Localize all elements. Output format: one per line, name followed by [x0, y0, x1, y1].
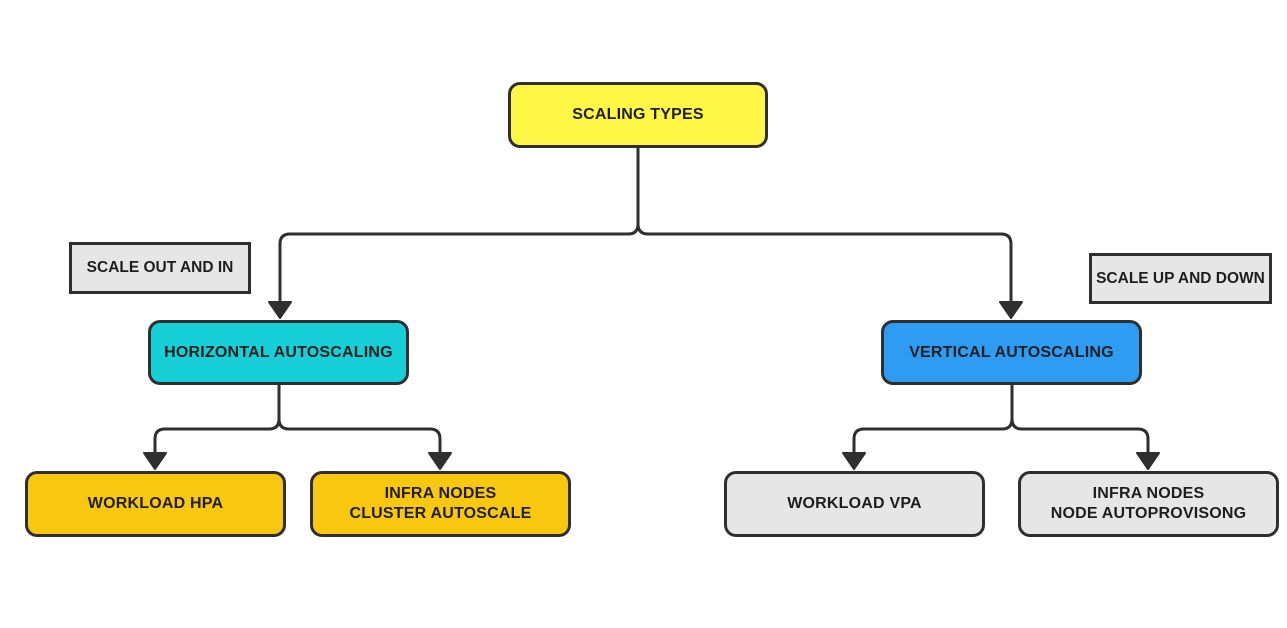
node-scaling-types: SCALING TYPES — [508, 82, 768, 148]
node-horizontal-autoscaling: HORIZONTAL AUTOSCALING — [148, 320, 409, 385]
node-infra-node-autoprovision-label: INFRA NODES NODE AUTOPROVISONG — [1050, 485, 1247, 522]
node-vertical-autoscaling-label: VERTICAL AUTOSCALING — [909, 343, 1114, 361]
label-scale-up-and-down: SCALE UP AND DOWN — [1089, 253, 1272, 304]
edge-horizontal-workload-hpa — [153, 383, 281, 464]
label-scale-out-and-in: SCALE OUT AND IN — [69, 242, 251, 294]
label-scale-up-and-down-text: SCALE UP AND DOWN — [1096, 269, 1265, 287]
node-scaling-types-label: SCALING TYPES — [572, 106, 704, 123]
node-workload-hpa-label: WORKLOAD HPA — [87, 495, 224, 512]
node-horizontal-autoscaling-label: HORIZONTAL AUTOSCALING — [164, 343, 393, 361]
edge-root-horizontal — [278, 146, 640, 314]
edge-vertical-infra-node — [1010, 383, 1150, 464]
arrowhead-infra-cluster — [428, 452, 452, 470]
edge-horizontal-infra-cluster — [277, 383, 442, 464]
arrowhead-workload-vpa — [842, 452, 866, 470]
label-scale-out-and-in-text: SCALE OUT AND IN — [86, 259, 234, 276]
arrowhead-vertical — [999, 301, 1023, 319]
edge-vertical-workload-vpa — [852, 383, 1014, 464]
node-infra-node-autoprovision: INFRA NODES NODE AUTOPROVISONG — [1018, 471, 1279, 537]
arrowhead-infra-node — [1136, 452, 1160, 470]
arrowhead-horizontal — [268, 301, 292, 319]
node-infra-cluster-autoscale: INFRA NODES CLUSTER AUTOSCALE — [310, 471, 571, 537]
edge-root-vertical — [636, 146, 1013, 314]
node-infra-cluster-autoscale-label: INFRA NODES CLUSTER AUTOSCALE — [349, 485, 532, 522]
node-workload-vpa: WORKLOAD VPA — [724, 471, 985, 537]
node-vertical-autoscaling: VERTICAL AUTOSCALING — [881, 320, 1142, 385]
node-workload-hpa: WORKLOAD HPA — [25, 471, 286, 537]
arrowhead-workload-hpa — [143, 452, 167, 470]
node-workload-vpa-label: WORKLOAD VPA — [787, 495, 922, 512]
